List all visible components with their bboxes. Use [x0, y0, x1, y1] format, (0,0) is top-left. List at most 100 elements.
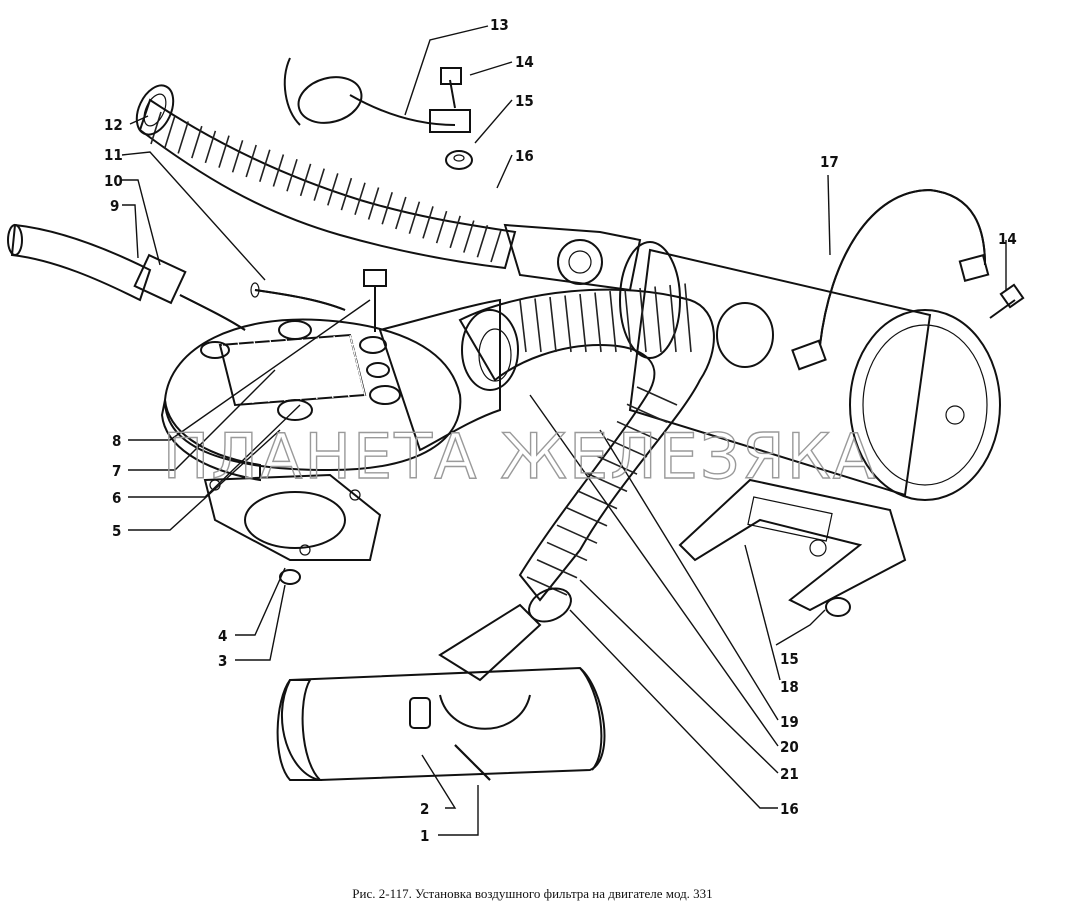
watermark-text: ПЛАНЕТА ЖЕЛЕЗЯКА	[163, 420, 877, 493]
hose-rib	[564, 295, 572, 353]
hose-rib	[313, 168, 325, 201]
hose-rib	[354, 182, 366, 216]
hose-rib	[594, 292, 602, 353]
hose-clamp-top	[283, 57, 473, 170]
hose-rib	[245, 144, 257, 178]
callout-label: 12	[104, 116, 123, 134]
hose-rib	[177, 121, 189, 154]
hose-rib	[534, 298, 542, 353]
hose-rib	[259, 149, 271, 182]
callout-label: 19	[780, 713, 799, 731]
hose-rib	[556, 524, 598, 544]
mesh-line	[333, 335, 350, 398]
hose-rib	[616, 420, 658, 441]
hose-rib	[606, 438, 648, 458]
callout-label: 15	[515, 92, 534, 110]
hose-rib	[340, 177, 353, 211]
figure-caption: Рис. 2-117. Установка воздушного фильтра…	[352, 886, 713, 901]
hose-rib	[624, 289, 632, 353]
callout-label: 5	[112, 522, 121, 540]
hose-rib	[163, 116, 176, 149]
hose-rib	[526, 576, 568, 596]
leader-lines	[121, 25, 1007, 836]
callout-label: 14	[998, 230, 1017, 248]
hose-rib	[519, 299, 527, 353]
callout-label: 10	[104, 172, 123, 190]
hose-rib	[609, 290, 617, 353]
hose-rib	[463, 220, 475, 253]
hose-rib	[449, 215, 461, 249]
callout-label: 3	[218, 652, 227, 670]
callout-label: 2	[420, 800, 429, 818]
mesh-line	[235, 382, 363, 395]
hose-rib	[218, 135, 230, 168]
hose-rib	[654, 286, 662, 353]
callout-label: 15	[780, 650, 799, 668]
callout-label: 16	[515, 147, 534, 165]
callout-label: 4	[218, 627, 227, 645]
hose-rib	[367, 187, 380, 220]
filter-bracket	[678, 478, 907, 617]
air-intake-box	[276, 603, 606, 782]
air-filter-housing	[619, 241, 1001, 501]
mesh-line	[221, 342, 238, 405]
mesh-line	[301, 337, 318, 400]
callout-label: 6	[112, 489, 121, 507]
small-tube	[250, 282, 346, 311]
callout-label: 14	[515, 53, 534, 71]
hose-rib	[327, 173, 339, 206]
hose-rib	[626, 403, 668, 424]
center-bolt	[359, 269, 390, 378]
hose-rib	[596, 455, 638, 475]
hose-rib	[576, 489, 618, 510]
mesh-line	[231, 369, 360, 382]
callout-label: 1	[420, 827, 429, 845]
mesh-line	[233, 376, 362, 388]
hose-rib	[579, 293, 587, 353]
hose-rib	[549, 296, 557, 353]
callout-label: 8	[112, 432, 121, 450]
mesh-line	[349, 334, 366, 397]
hose-rib	[204, 130, 217, 164]
hose-rib	[286, 158, 298, 192]
hose-rib	[490, 229, 502, 263]
callout-label: 7	[112, 462, 121, 480]
callout-label: 13	[490, 16, 509, 34]
hose-rib	[435, 210, 448, 244]
callout-label: 9	[110, 197, 119, 215]
hose-rib	[408, 201, 421, 234]
callout-label: 11	[104, 146, 123, 164]
filter-strap	[791, 188, 990, 371]
hose-rib	[639, 287, 647, 353]
mesh-line	[229, 363, 359, 375]
hose-rib	[231, 140, 244, 173]
callout-label: 20	[780, 738, 799, 756]
hose-rib	[422, 206, 434, 239]
hose-rib	[546, 541, 588, 562]
hose-rib	[669, 284, 677, 353]
hose-rib	[150, 111, 162, 145]
callout-label: 18	[780, 678, 799, 696]
mesh-line	[317, 336, 334, 399]
hose-rib	[381, 192, 393, 225]
hose-rib	[272, 154, 285, 187]
hose-rib	[299, 163, 312, 197]
hose-coupler	[503, 223, 642, 292]
lower-corrugated-hose	[458, 283, 715, 623]
hose-rib	[536, 558, 578, 579]
callout-labels: 13 14 15 16 12 11 10 9 17 14 8 7 6 5 4 3…	[104, 16, 1017, 845]
mesh-line	[237, 389, 365, 401]
hose-rib	[191, 125, 203, 159]
hose-rib	[684, 283, 692, 353]
hose-rib	[586, 472, 628, 493]
bolt-right	[989, 283, 1025, 319]
hose-rib	[636, 386, 678, 406]
breather-tube	[7, 223, 246, 331]
flange-gasket	[203, 473, 382, 585]
callout-label: 21	[780, 765, 799, 783]
hose-rib	[476, 225, 489, 258]
callout-label: 16	[780, 800, 799, 818]
callout-label: 17	[820, 153, 839, 171]
hose-rib	[566, 507, 608, 527]
